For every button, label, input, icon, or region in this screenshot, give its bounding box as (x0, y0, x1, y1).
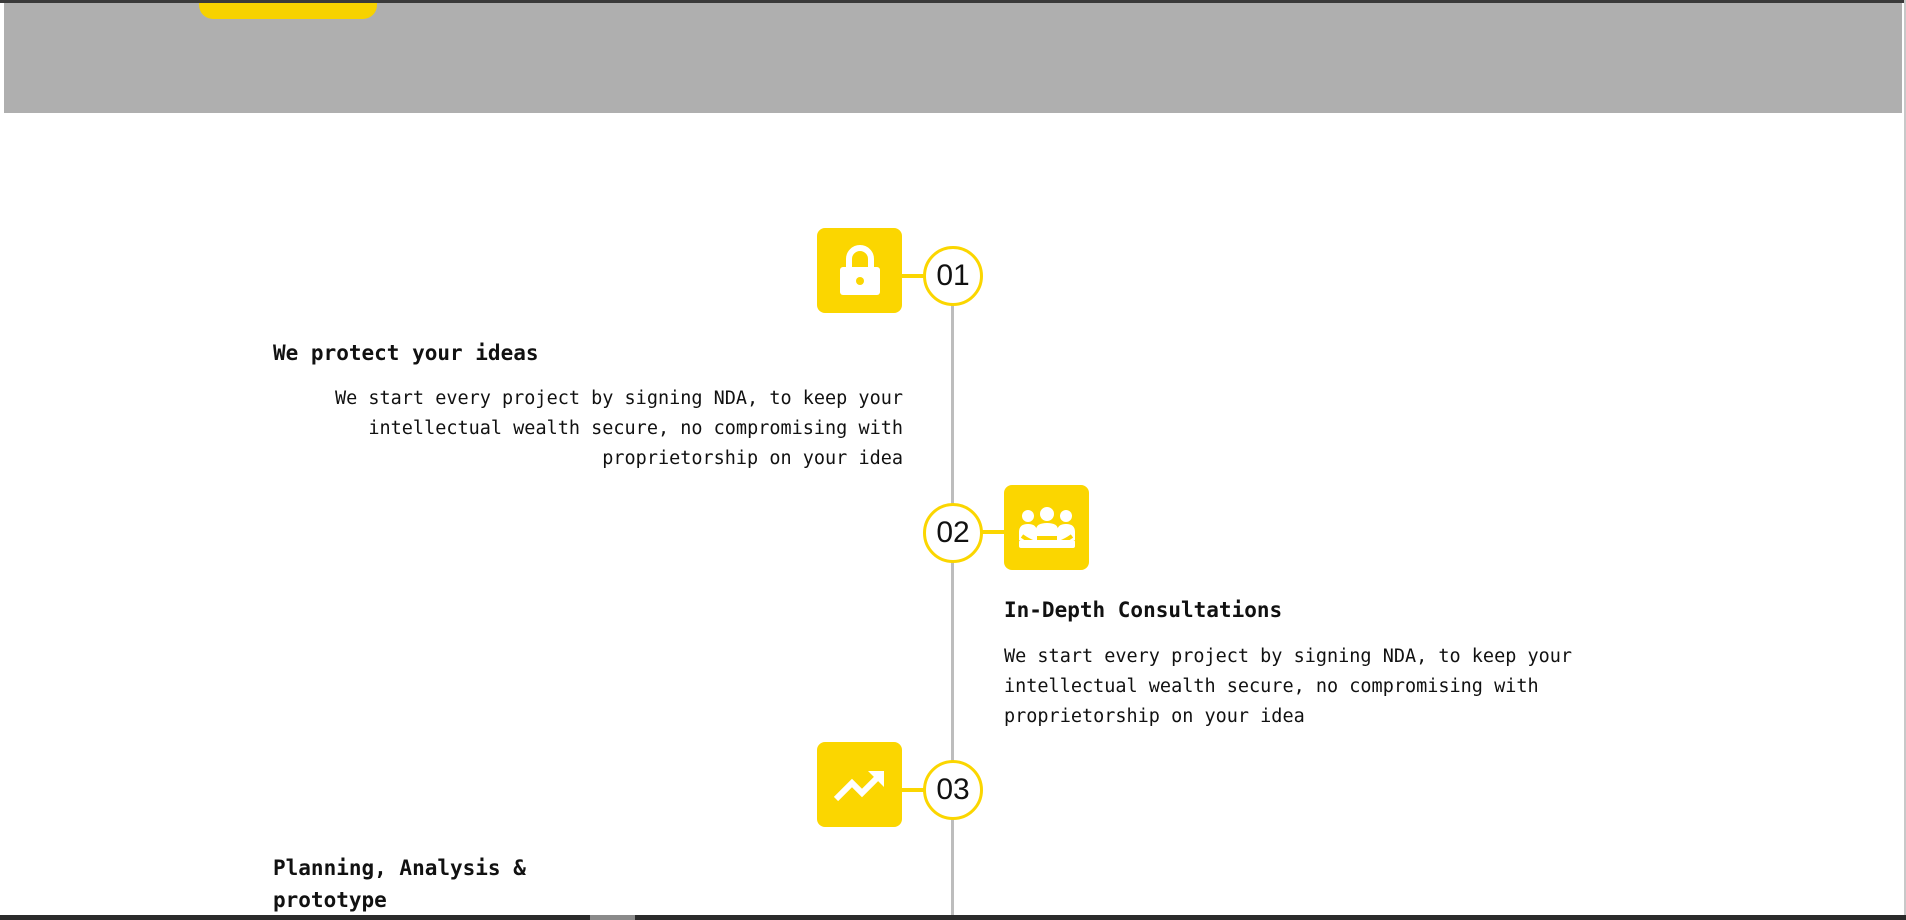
window-top-border (0, 0, 1906, 3)
step-02-number: 02 (923, 503, 983, 563)
horizontal-scroll-thumb[interactable] (590, 915, 635, 920)
step-01-number: 01 (923, 246, 983, 306)
step-01-title: We protect your ideas (273, 341, 539, 365)
trending-up-icon (833, 770, 884, 801)
timeline-line (951, 300, 954, 920)
step-03-icon-box (817, 742, 902, 827)
lock-icon (839, 244, 880, 295)
step-03-connector (900, 788, 927, 792)
header-button[interactable] (199, 0, 377, 19)
step-01-text: We start every project by signing NDA, t… (334, 388, 903, 469)
step-02-icon-box (1004, 485, 1089, 570)
group-icon (1018, 506, 1075, 548)
step-02-connector (980, 530, 1004, 534)
vertical-scrollbar[interactable] (1904, 0, 1906, 920)
step-01-connector (900, 274, 927, 278)
window-bottom-border (0, 915, 1906, 920)
step-03-number: 03 (923, 760, 983, 820)
step-02-title: In-Depth Consultations (1004, 598, 1283, 622)
step-03-title: Planning, Analysis & prototype (273, 856, 526, 912)
step-01-icon-box (817, 228, 902, 313)
header-band (4, 0, 1902, 113)
step-02-text: We start every project by signing NDA, t… (1004, 646, 1573, 727)
